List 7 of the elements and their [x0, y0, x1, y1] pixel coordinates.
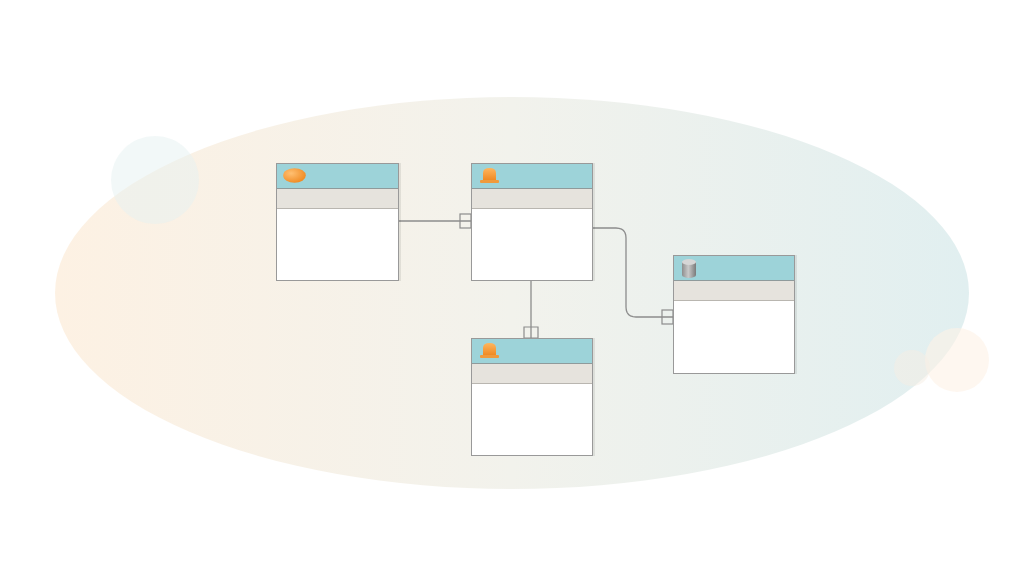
entity-table: [471, 338, 593, 456]
entity-table: [673, 255, 795, 374]
entity-table: [276, 163, 399, 281]
entity-table: [471, 163, 593, 281]
connector-line: [398, 213, 472, 229]
connector-line: [523, 280, 539, 339]
connector-line: [592, 227, 674, 325]
